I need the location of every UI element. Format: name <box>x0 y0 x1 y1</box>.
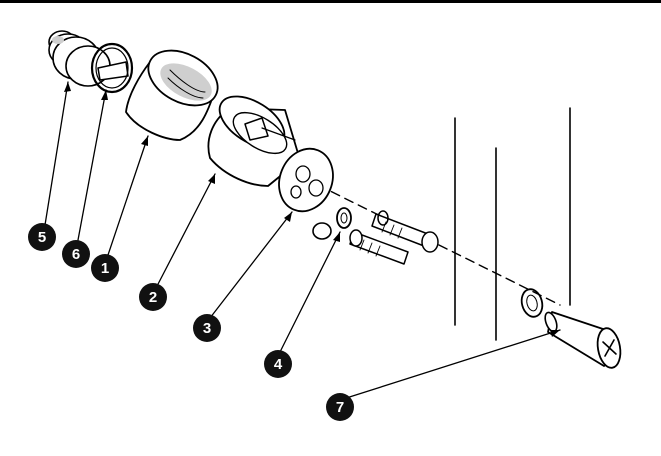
sleeve-thread-1 <box>169 69 206 93</box>
washer-outer <box>336 207 352 229</box>
ring-inner <box>95 47 129 89</box>
screw-thread-f <box>375 245 381 257</box>
disc-hole-3 <box>290 185 302 199</box>
leader-4-arrow <box>333 232 340 242</box>
leader-1 <box>107 135 149 256</box>
callout-7-badge <box>326 393 354 421</box>
leader-7 <box>339 329 561 401</box>
leader-5 <box>44 81 69 226</box>
leader-7-arrow <box>550 330 560 337</box>
screw-lower-tip <box>349 229 363 247</box>
leader-3-arrow <box>284 212 292 222</box>
part-3-disc <box>278 147 334 240</box>
callout-2-badge <box>139 283 167 311</box>
callout-7-label: 7 <box>336 399 344 416</box>
callout-6-label: 6 <box>72 246 80 263</box>
cartridge-edge-line <box>261 127 296 141</box>
leader-3 <box>209 211 293 319</box>
screw-thread-c <box>397 227 403 239</box>
part-1-sleeve <box>125 49 219 141</box>
callout-3-label: 3 <box>203 320 211 337</box>
ring-outer <box>90 42 134 94</box>
part-4-washer <box>336 207 352 229</box>
leader-4 <box>279 231 341 353</box>
stem-highlight <box>52 36 64 44</box>
screw-thread-d <box>359 239 365 251</box>
disc-plug <box>312 222 332 240</box>
screw-thread-b <box>389 224 395 236</box>
stem-tab <box>97 61 129 81</box>
disc-hole-1 <box>295 165 311 183</box>
top-rule <box>0 0 661 3</box>
disc-hole-2 <box>308 179 324 197</box>
callout-6: 6 <box>62 240 90 268</box>
callout-1: 1 <box>91 254 119 282</box>
leader-2-arrow <box>208 174 215 184</box>
callout-5-label: 5 <box>38 229 46 246</box>
callout-7: 7 <box>326 393 354 421</box>
callout-2: 2 <box>139 283 167 311</box>
sleeve-thread-2 <box>167 77 204 99</box>
callout-1-badge <box>91 254 119 282</box>
part-7-handle-bolt <box>544 311 622 369</box>
washer-inner <box>340 212 348 224</box>
leader-1-arrow <box>141 136 148 146</box>
mounting-screws <box>349 210 439 265</box>
callout-4-badge <box>264 350 292 378</box>
callout-3-badge <box>193 314 221 342</box>
assembly-axis-dashed <box>317 184 561 306</box>
screw-upper-head <box>421 231 439 253</box>
part-5-stem <box>48 30 129 87</box>
screw-thread-a <box>381 221 387 233</box>
leader-6 <box>77 89 107 241</box>
cartridge-slot <box>244 117 269 141</box>
callout-5-badge <box>28 223 56 251</box>
callout-5: 5 <box>28 223 56 251</box>
wall-lines <box>454 107 571 341</box>
part-6-retaining-ring <box>90 42 134 94</box>
callout-2-label: 2 <box>149 289 157 306</box>
wall-washer-outer <box>520 288 544 318</box>
callout-6-badge <box>62 240 90 268</box>
callout-3: 3 <box>193 314 221 342</box>
screw-thread-e <box>367 242 373 254</box>
leader-lines <box>44 81 561 401</box>
callout-1-label: 1 <box>101 260 109 277</box>
leader-5-arrow <box>64 82 71 92</box>
part-2-cartridge <box>207 95 301 187</box>
screw-washer <box>377 210 389 226</box>
leader-6-arrow <box>101 90 108 100</box>
leader-2 <box>155 173 216 289</box>
phillips-cross-icon <box>602 339 617 357</box>
wall-washer-inner <box>526 294 538 312</box>
callout-4: 4 <box>264 350 292 378</box>
wall-washer <box>520 288 544 318</box>
callout-4-label: 4 <box>274 356 283 373</box>
